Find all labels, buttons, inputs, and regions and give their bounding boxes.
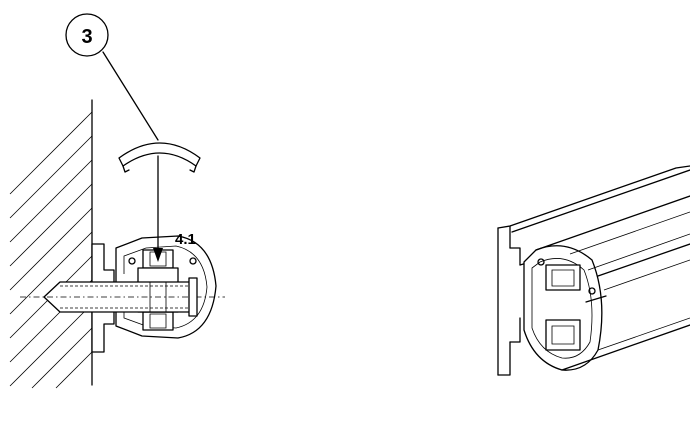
insertion-arrow xyxy=(153,155,163,262)
part-callout: 3 xyxy=(65,13,109,57)
screw-hole-left xyxy=(128,257,136,265)
screw-hole-right xyxy=(189,257,197,265)
bolt xyxy=(20,277,225,317)
iso-end-face-inner xyxy=(531,258,593,359)
slot-nut-bottom xyxy=(142,311,174,331)
nut-bottom-detail xyxy=(149,313,167,329)
iso-back-top-edge xyxy=(497,165,690,229)
leader-line xyxy=(102,51,159,141)
iso-bottom-edge xyxy=(561,324,690,371)
arrow-head xyxy=(153,248,163,262)
iso-bottom-slot xyxy=(545,319,581,351)
iso-screw-hole-left xyxy=(537,258,545,266)
iso-top-edge xyxy=(535,195,690,251)
dimension-label: 4.1 xyxy=(175,231,196,248)
bolt-end xyxy=(188,277,198,317)
iso-top-slot xyxy=(545,264,581,291)
callout-number: 3 xyxy=(81,26,92,48)
wall-section xyxy=(9,99,93,389)
iso-screw-hole-right xyxy=(588,287,596,295)
cover-cap-arc xyxy=(118,142,201,167)
cap-clip-right xyxy=(189,165,197,173)
iso-plate-bottom xyxy=(497,341,511,376)
callout-circle xyxy=(65,13,109,57)
cap-clip-left xyxy=(122,165,130,173)
cover-cap xyxy=(118,142,201,173)
wall-hatching xyxy=(9,111,93,389)
isometric-view xyxy=(497,165,690,376)
profile-inner-wall xyxy=(123,245,208,329)
